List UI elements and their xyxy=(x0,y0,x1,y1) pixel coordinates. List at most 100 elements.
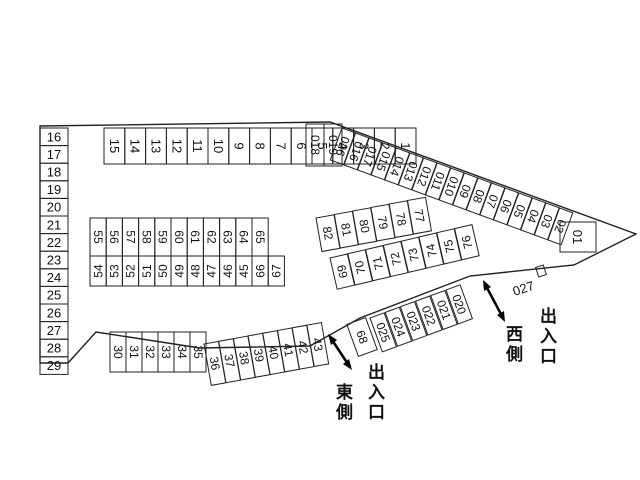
space-number: 22 xyxy=(47,235,61,250)
space-number: 70 xyxy=(352,259,369,275)
space-number: 18 xyxy=(47,165,61,180)
space-65: 65 xyxy=(251,217,269,257)
space-number: 32 xyxy=(143,345,157,359)
space-80: 80 xyxy=(352,207,378,246)
space-63: 63 xyxy=(219,217,237,257)
space-number: 82 xyxy=(320,225,336,241)
west-entrance-text: 出入口 xyxy=(540,306,557,367)
space-57: 57 xyxy=(121,217,140,257)
space-55: 55 xyxy=(89,217,107,257)
space-number: 30 xyxy=(111,345,125,359)
space-number: 41 xyxy=(280,342,296,358)
space-number: 66 xyxy=(253,264,267,278)
space-number: 06 xyxy=(497,198,515,216)
space-number: 021 xyxy=(434,298,454,322)
space-number: 9 xyxy=(232,142,247,149)
space-box xyxy=(406,196,433,235)
space-number: 8 xyxy=(252,142,267,149)
space-58: 58 xyxy=(138,217,156,257)
space-78: 78 xyxy=(388,200,414,239)
space-15: 15 xyxy=(103,127,126,165)
space-73: 73 xyxy=(400,236,427,273)
svg-text:01: 01 xyxy=(570,230,585,244)
east-entrance-arrow-icon xyxy=(328,334,352,370)
space-number: 80 xyxy=(356,218,372,234)
space-number: 59 xyxy=(156,230,170,244)
space-number: 25 xyxy=(47,288,61,303)
space-number: 08 xyxy=(470,188,488,206)
space-018: 018 xyxy=(305,123,325,167)
space-52: 52 xyxy=(121,255,140,287)
space-61: 61 xyxy=(186,217,204,257)
space-box xyxy=(306,321,330,368)
space-54: 54 xyxy=(89,255,107,287)
space-number: 012 xyxy=(414,164,434,188)
space-number: 58 xyxy=(140,230,154,244)
space-box xyxy=(414,295,443,336)
space-53: 53 xyxy=(105,255,123,287)
east-entrance-text: 出入口 xyxy=(368,362,385,423)
space-18: 18 xyxy=(39,162,69,182)
space-number: 79 xyxy=(375,215,391,231)
space-8: 8 xyxy=(249,127,271,165)
space-35: 35 xyxy=(189,331,207,373)
space-7: 7 xyxy=(269,127,292,165)
space-021: 021 xyxy=(430,289,458,331)
space-025: 025 xyxy=(369,312,398,353)
space-number: 020 xyxy=(449,293,469,317)
space-number: 24 xyxy=(47,270,61,285)
space-box xyxy=(369,312,398,353)
space-number: 46 xyxy=(221,264,235,278)
space-number: 45 xyxy=(237,264,251,278)
space-number: 69 xyxy=(334,263,351,279)
space-number: 57 xyxy=(123,230,137,244)
space-024: 024 xyxy=(384,306,413,347)
space-number: 018 xyxy=(308,135,322,155)
space-box xyxy=(445,284,474,325)
space-number: 39 xyxy=(251,348,267,364)
space-50: 50 xyxy=(154,255,172,287)
space-number: 77 xyxy=(411,208,427,224)
space-27: 27 xyxy=(39,321,69,340)
space-020: 020 xyxy=(445,284,474,325)
space-56: 56 xyxy=(105,217,123,257)
space-number: 35 xyxy=(191,345,205,359)
space-number: 65 xyxy=(253,230,267,244)
space-number: 71 xyxy=(370,255,387,271)
space-number: 011 xyxy=(428,170,448,193)
space-49: 49 xyxy=(170,255,188,287)
space-number: 63 xyxy=(221,230,235,244)
space-01: 01 xyxy=(559,221,597,253)
space-70: 70 xyxy=(347,249,373,286)
space-box xyxy=(430,289,458,331)
space-number: 26 xyxy=(47,305,61,320)
space-34: 34 xyxy=(173,331,191,373)
space-019: 019 xyxy=(323,123,343,167)
space-13: 13 xyxy=(145,127,167,165)
space-79: 79 xyxy=(370,203,396,242)
space-number: 21 xyxy=(47,217,61,232)
space-number: 11 xyxy=(190,139,205,153)
space-47: 47 xyxy=(202,255,221,287)
space-box xyxy=(547,207,574,246)
space-number: 014 xyxy=(387,154,407,178)
space-number: 3 xyxy=(356,142,371,149)
space-number: 40 xyxy=(265,345,281,361)
space-number: 73 xyxy=(405,246,422,262)
space-48: 48 xyxy=(186,255,204,287)
space-59: 59 xyxy=(154,217,172,257)
space-9: 9 xyxy=(228,127,251,165)
space-62: 62 xyxy=(202,217,221,257)
space-027-marker xyxy=(535,264,547,278)
space-28: 28 xyxy=(39,338,69,358)
space-43: 43 xyxy=(306,321,330,368)
space-box xyxy=(189,331,207,373)
space-number: 67 xyxy=(270,264,284,278)
space-51: 51 xyxy=(138,255,156,287)
space-64: 64 xyxy=(235,217,253,257)
space-23: 23 xyxy=(39,250,69,270)
space-number: 6 xyxy=(294,142,309,149)
space-68: 68 xyxy=(346,316,378,358)
space-number: 75 xyxy=(441,238,458,254)
space-number: 33 xyxy=(159,345,173,359)
